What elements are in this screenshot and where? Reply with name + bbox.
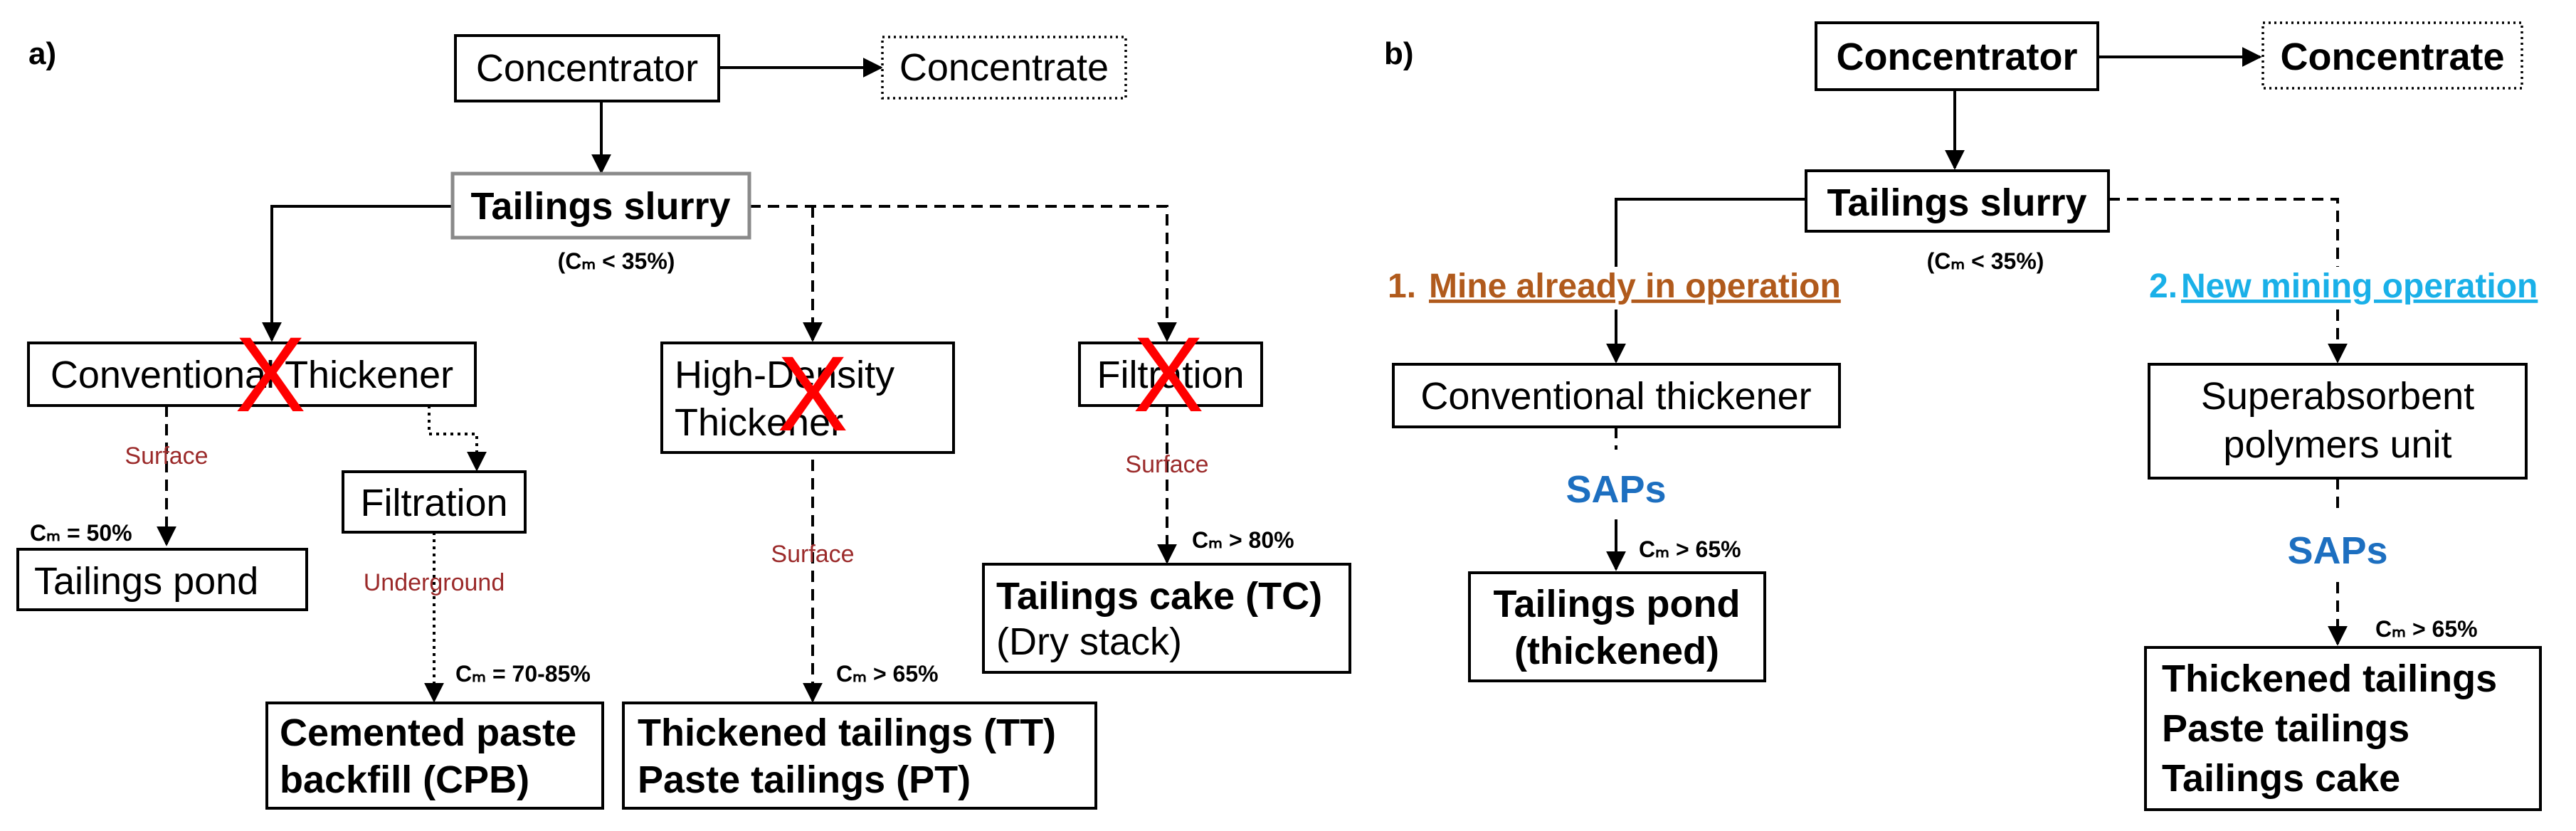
cw-65-label: Cₘ > 65% xyxy=(836,661,939,687)
filtration-top-label: Filtration xyxy=(1097,354,1244,396)
sap-unit-line1: Superabsorbent xyxy=(2201,375,2474,418)
conventional-thickener-label-b: Conventional thickener xyxy=(1420,375,1811,418)
conventional-thickener-box xyxy=(27,342,477,407)
conventional-thickener-box-b xyxy=(1392,363,1841,428)
arrow-to-filtration-mid xyxy=(428,406,487,472)
sap-unit-line2: polymers unit xyxy=(2223,423,2451,466)
option2-number: 2. xyxy=(2149,268,2178,305)
line-to-option2 xyxy=(2108,198,2339,267)
concentrator-label: Concentrator xyxy=(476,47,698,90)
tailings-cake-box xyxy=(982,563,1351,674)
cw-80-label: Cₘ > 80% xyxy=(1192,527,1294,553)
surface-label-2: Surface xyxy=(771,541,854,568)
high-density-line1: High-Density xyxy=(675,354,894,396)
option2-text: New mining operation xyxy=(2181,268,2538,305)
cpb-box xyxy=(265,702,604,810)
output-line2: Paste tailings xyxy=(2162,707,2409,750)
line-to-option1 xyxy=(1615,198,1806,267)
tailings-cake-line1: Tailings cake (TC) xyxy=(996,575,1322,618)
tailings-slurry-box-b xyxy=(1805,169,2110,233)
conventional-thickener-label: Conventional Thickener xyxy=(51,354,453,396)
concentrator-box xyxy=(454,34,720,102)
option1-text: Mine already in operation xyxy=(1429,268,1841,305)
tailings-pond-label: Tailings pond xyxy=(34,560,258,603)
concentrator-box-b xyxy=(1815,21,2099,91)
panel-b-label: b) xyxy=(1384,36,1414,71)
tailings-pond-box-b xyxy=(1468,571,1766,682)
cw-65-label-left: Cₘ > 65% xyxy=(1639,536,1741,562)
cw-slurry-label-b: (Cₘ < 35%) xyxy=(1927,248,2044,274)
saps-label-left: SAPs xyxy=(1566,468,1666,511)
thickened-tailings-box xyxy=(622,702,1097,810)
filtration-mid-label: Filtration xyxy=(360,482,507,524)
cpb-line1: Cemented paste xyxy=(280,711,576,754)
concentrator-label-b: Concentrator xyxy=(1836,36,2077,78)
panel-a-connectors xyxy=(157,58,1177,703)
panel-b-connectors xyxy=(1606,47,2348,646)
concentrate-box xyxy=(881,36,1127,100)
rejected-x-mark: X xyxy=(777,334,848,453)
tailings-cake-line2: (Dry stack) xyxy=(996,620,1182,663)
pond-line2: (thickened) xyxy=(1514,630,1719,672)
filtration-top-box xyxy=(1078,342,1263,407)
concentrate-label: Concentrate xyxy=(899,46,1109,89)
high-density-thickener-box xyxy=(660,342,955,454)
option1-number: 1. xyxy=(1388,268,1416,305)
saps-label-right: SAPs xyxy=(2287,529,2387,572)
tailings-slurry-label-b: Tailings slurry xyxy=(1827,181,2086,224)
panel-a-label: a) xyxy=(28,36,56,71)
high-density-line2: Thickener xyxy=(675,401,843,444)
filtration-mid-box xyxy=(342,470,527,534)
cw-slurry-label: (Cₘ < 35%) xyxy=(558,248,675,274)
panel-b: b) Concentrator Concentrate Tailings slu… xyxy=(1384,21,2542,811)
thickened-tailings-line2: Paste tailings (PT) xyxy=(638,758,971,801)
sap-unit-box xyxy=(2148,363,2528,480)
cw-50-label: Cₘ = 50% xyxy=(30,520,132,546)
surface-label-3: Surface xyxy=(1125,451,1208,478)
output-line3: Tailings cake xyxy=(2162,757,2400,800)
concentrate-label-b: Concentrate xyxy=(2280,36,2504,78)
rejected-x-mark: X xyxy=(1133,314,1204,434)
tailings-slurry-label: Tailings slurry xyxy=(470,185,730,228)
arrow-to-conventional xyxy=(262,205,453,342)
thickened-tailings-line1: Thickened tailings (TT) xyxy=(638,711,1056,754)
concentrate-box-b xyxy=(2261,21,2523,90)
rejected-x-mark: X xyxy=(235,314,306,434)
underground-label: Underground xyxy=(364,569,505,596)
output-line1: Thickened tailings xyxy=(2162,657,2497,700)
pond-line1: Tailings pond xyxy=(1494,583,1741,625)
cw-70-85-label: Cₘ = 70-85% xyxy=(455,661,591,687)
panel-a: a) Concentrator Concentrate Tailings slu… xyxy=(16,34,1351,810)
output-box-b xyxy=(2144,646,2542,811)
surface-label-1: Surface xyxy=(125,443,208,470)
cpb-line2: backfill (CPB) xyxy=(280,758,529,801)
cw-65-label-right: Cₘ > 65% xyxy=(2375,616,2478,642)
tailings-slurry-box xyxy=(450,171,751,240)
arrow-to-filtration-top xyxy=(749,205,1177,342)
tailings-pond-box xyxy=(16,548,308,611)
